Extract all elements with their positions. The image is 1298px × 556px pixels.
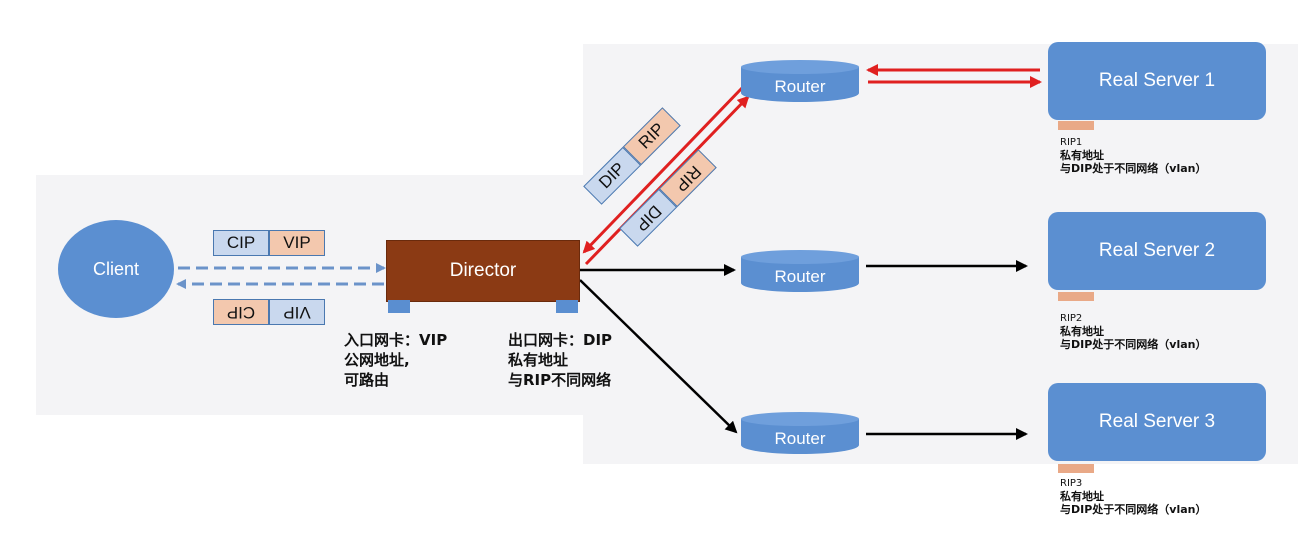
packet-src-vip: VIP	[269, 299, 325, 325]
real-server-2-addr: 私有地址	[1060, 325, 1104, 338]
real-server-2-label: Real Server 2	[1098, 240, 1216, 261]
director-label: Director	[449, 260, 517, 281]
outbound-note-line-2: 私有地址	[508, 351, 569, 369]
router-2-top	[741, 250, 859, 264]
real-server-2-note: RIP2 私有地址 与DIP处于不同网络（vlan）	[1060, 312, 1206, 351]
inbound-nic	[388, 300, 410, 313]
real-server-2-rip: RIP2	[1060, 313, 1083, 324]
real-server-3-note: RIP3 私有地址 与DIP处于不同网络（vlan）	[1060, 477, 1206, 516]
inbound-note-line-3: 可路由	[344, 371, 390, 389]
inbound-note-line-2: 公网地址,	[344, 351, 410, 369]
router-3: Router	[741, 412, 859, 454]
director-to-router3-arrow	[579, 279, 738, 434]
outbound-note-line-3: 与RIP不同网络	[508, 371, 612, 389]
real-server-3: Real Server 3	[1048, 383, 1266, 461]
packet-client-to-director: CIP VIP	[213, 230, 325, 256]
packet-director-to-client: VIP CIP	[213, 299, 325, 325]
client-label: Client	[92, 258, 140, 279]
real-server-1: Real Server 1	[1048, 42, 1266, 120]
real-server-3-addr: 私有地址	[1060, 490, 1104, 503]
real-server-3-rip: RIP3	[1060, 478, 1083, 489]
packet-src-cip: CIP	[213, 230, 269, 256]
router-1: Router	[741, 60, 859, 102]
real-server-1-nic	[1058, 121, 1094, 130]
outbound-nic	[556, 300, 578, 313]
inbound-note-line-1: 入口网卡：VIP	[344, 331, 448, 349]
router-1-top	[741, 60, 859, 74]
router1-to-director-arrow	[582, 86, 744, 254]
router-3-top	[741, 412, 859, 426]
real-server-3-net: 与DIP处于不同网络（vlan）	[1060, 503, 1207, 516]
real-server-3-nic	[1058, 464, 1094, 473]
real-server-1-addr: 私有地址	[1060, 149, 1104, 162]
inbound-nic-note: 入口网卡：VIP 公网地址, 可路由	[344, 330, 447, 390]
outbound-note-line-1: 出口网卡：DIP	[508, 331, 613, 349]
real-server-2-nic	[1058, 292, 1094, 301]
real-server-1-note: RIP1 私有地址 与DIP处于不同网络（vlan）	[1060, 136, 1206, 175]
packet-dst-cip: CIP	[213, 299, 269, 325]
real-server-1-net: 与DIP处于不同网络（vlan）	[1060, 162, 1207, 175]
director-node: Director	[386, 240, 580, 302]
client-node: Client	[58, 220, 174, 318]
real-server-2: Real Server 2	[1048, 212, 1266, 290]
real-server-1-rip: RIP1	[1060, 137, 1083, 148]
real-server-3-label: Real Server 3	[1098, 411, 1216, 432]
outbound-nic-note: 出口网卡：DIP 私有地址 与RIP不同网络	[508, 330, 612, 390]
packet-dst-vip: VIP	[269, 230, 325, 256]
router-2: Router	[741, 250, 859, 292]
real-server-2-net: 与DIP处于不同网络（vlan）	[1060, 338, 1207, 351]
real-server-1-label: Real Server 1	[1098, 70, 1216, 91]
